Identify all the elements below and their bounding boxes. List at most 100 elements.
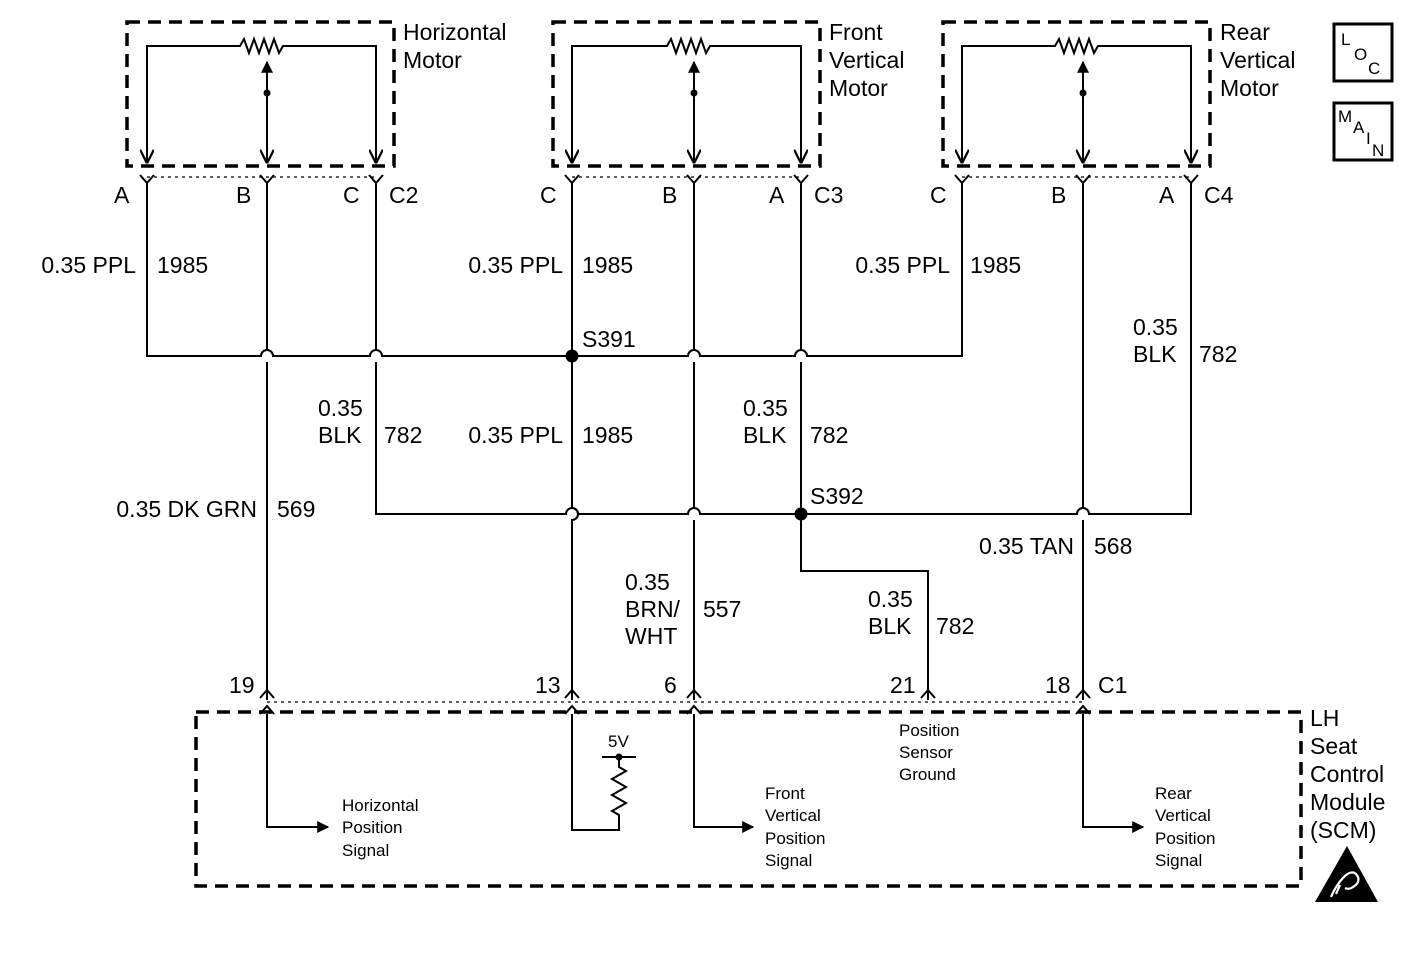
front-vertical-motor-label-line1: Front — [829, 19, 883, 45]
rear-signal-path — [1082, 714, 1145, 833]
wire-w5-circuit: 782 — [384, 422, 422, 448]
front-signal-label-line3: Position — [765, 829, 825, 848]
wire-w2-size: 0.35 PPL — [468, 252, 563, 278]
c2-pin-a: A — [114, 182, 130, 208]
sensor-ground-label-line1: Position — [899, 721, 959, 740]
potentiometer-resistor — [572, 36, 801, 162]
wire-w10-size-b: BRN/ — [625, 596, 681, 622]
horizontal-motor-label-line2: Motor — [403, 47, 462, 73]
front-vertical-motor-box — [551, 20, 822, 168]
svg-text:I: I — [1366, 129, 1371, 148]
potentiometer-resistor — [147, 36, 376, 162]
wire-w7-size-b: BLK — [743, 422, 787, 448]
c3-pin-a: A — [769, 182, 785, 208]
loc-badge: L O C — [1332, 22, 1394, 83]
wire-ppl-1985-horizontal-motor — [146, 183, 572, 357]
splice-s391-dot — [565, 349, 579, 363]
svg-text:N: N — [1372, 141, 1384, 160]
seat-control-module: Horizontal Position Signal 5V Front Vert… — [194, 705, 1385, 888]
wire-blk-782-horizontal-motor — [375, 183, 801, 515]
module-label-line2: Seat — [1310, 733, 1358, 759]
wire-w8-size: 0.35 DK GRN — [116, 496, 257, 522]
wire-w11-size-b: BLK — [868, 613, 912, 639]
splice-s392-dot — [794, 507, 808, 521]
potentiometer-resistor — [962, 36, 1191, 162]
horizontal-signal-path — [266, 714, 330, 833]
wire-w7-size-a: 0.35 — [743, 395, 788, 421]
c1-connector-name: C1 — [1098, 672, 1127, 698]
c3-pin-b: B — [662, 182, 677, 208]
svg-text:A: A — [1353, 118, 1365, 137]
front-vertical-motor-label-line2: Vertical — [829, 47, 904, 73]
main-badge: M A I N — [1332, 101, 1394, 162]
wire-w7-circuit: 782 — [810, 422, 848, 448]
front-signal-label-line1: Front — [765, 784, 805, 803]
rear-signal-label-line4: Signal — [1155, 851, 1202, 870]
sensor-ground-label-line3: Ground — [899, 765, 956, 784]
c2-pin-c: C — [343, 182, 360, 208]
wire-w10-circuit: 557 — [703, 596, 741, 622]
esd-sensitive-icon — [1315, 846, 1378, 902]
wire-w3-size: 0.35 PPL — [855, 252, 950, 278]
splice-s392-label: S392 — [810, 483, 864, 509]
wire-w5-size-a: 0.35 — [318, 395, 363, 421]
reference-5v-label: 5V — [608, 732, 629, 751]
wiper-junction-dot — [263, 89, 271, 97]
wire-w9-size: 0.35 TAN — [979, 533, 1074, 559]
rear-signal-label-line3: Position — [1155, 829, 1215, 848]
wire-w4-size-b: BLK — [1133, 341, 1177, 367]
rear-signal-label-line2: Vertical — [1155, 806, 1211, 825]
c4-pin-b: B — [1051, 182, 1066, 208]
front-signal-label-line2: Vertical — [765, 806, 821, 825]
rear-vertical-motor-box — [941, 20, 1212, 168]
c3-connector-name: C3 — [814, 182, 843, 208]
c1-pin-19: 19 — [229, 672, 255, 698]
front-vertical-motor: Front Vertical Motor — [551, 19, 904, 168]
wire-w10-size-c: WHT — [625, 623, 677, 649]
wiper-junction-dot — [1079, 89, 1087, 97]
horizontal-signal-label-line2: Position — [342, 818, 402, 837]
wire-ppl-1985-rear-motor — [572, 183, 963, 357]
svg-text:O: O — [1354, 45, 1367, 64]
wire-w6-circuit: 1985 — [582, 422, 633, 448]
horizontal-signal-label-line3: Signal — [342, 841, 389, 860]
rear-signal-label-line1: Rear — [1155, 784, 1192, 803]
wire-w10-size-a: 0.35 — [625, 569, 670, 595]
c3-pin-c: C — [540, 182, 557, 208]
c1-pin-18: 18 — [1045, 672, 1071, 698]
wire-w4-size-a: 0.35 — [1133, 314, 1178, 340]
wire-w11-circuit: 782 — [936, 613, 974, 639]
reference-5v-dot — [615, 753, 623, 761]
module-label-line5: (SCM) — [1310, 817, 1376, 843]
module-box — [194, 710, 1303, 888]
wire-blk-782-to-module — [800, 514, 929, 700]
wire-w4-circuit: 782 — [1199, 341, 1237, 367]
horizontal-motor-box — [125, 20, 396, 168]
c4-pin-c: C — [930, 182, 947, 208]
wire-w8-circuit: 569 — [277, 496, 315, 522]
horizontal-motor-label-line1: Horizontal — [403, 19, 507, 45]
front-vertical-motor-label-line3: Motor — [829, 75, 888, 101]
module-label-line1: LH — [1310, 705, 1339, 731]
front-signal-label-line4: Signal — [765, 851, 812, 870]
wiper-junction-dot — [690, 89, 698, 97]
module-label-line4: Module — [1310, 789, 1385, 815]
wire-w9-circuit: 568 — [1094, 533, 1132, 559]
wire-w6-size: 0.35 PPL — [468, 422, 563, 448]
svg-text:L: L — [1341, 30, 1350, 49]
c1-pin-21: 21 — [890, 672, 916, 698]
wire-w3-circuit: 1985 — [970, 252, 1021, 278]
wire-w5-size-b: BLK — [318, 422, 362, 448]
wire-w1-size: 0.35 PPL — [41, 252, 136, 278]
c2-pin-b: B — [236, 182, 251, 208]
pullup-resistor — [571, 714, 629, 831]
module-label-line3: Control — [1310, 761, 1384, 787]
c1-pin-6: 6 — [664, 672, 677, 698]
rear-vertical-motor: Rear Vertical Motor — [941, 19, 1295, 168]
wire-w1-circuit: 1985 — [157, 252, 208, 278]
c1-pin-13: 13 — [535, 672, 561, 698]
c2-connector-name: C2 — [389, 182, 418, 208]
horizontal-motor: Horizontal Motor — [125, 19, 507, 168]
front-signal-path — [693, 714, 755, 833]
